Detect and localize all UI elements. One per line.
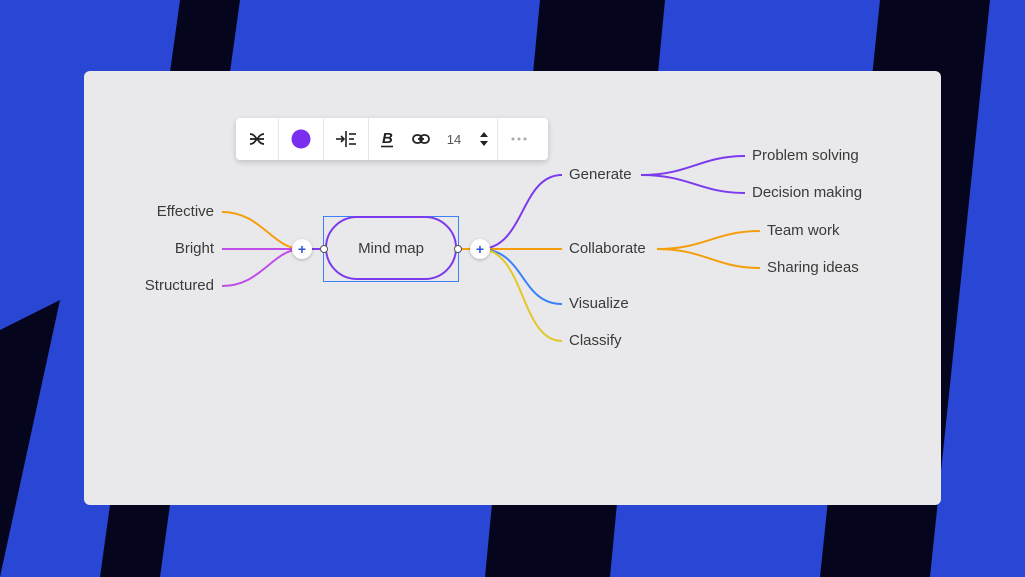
connector-problem-solving [640,155,746,176]
connector-team-work [656,230,761,250]
bold-button[interactable]: B [369,118,405,160]
branch-style-button[interactable] [236,118,278,160]
stepper-icon [480,132,488,146]
connector-visualize [479,248,563,305]
color-button[interactable] [279,118,323,160]
link-icon [412,134,430,144]
toolbar-divider [368,118,369,160]
connector-classify [479,248,563,342]
layout-align-button[interactable] [324,118,368,160]
left-connection-handle[interactable] [320,245,328,253]
font-size-value[interactable]: 14 [437,118,471,160]
floating-toolbar: B 14 [236,118,548,160]
layout-align-icon [336,131,356,147]
connector-effective [221,211,303,250]
node-team-work[interactable]: Team work [767,222,840,239]
add-left-branch-button[interactable]: + [292,239,312,259]
root-node-label: Mind map [358,239,424,257]
node-structured[interactable]: Structured [144,277,214,294]
connector-sharing-ideas [656,248,761,269]
toolbar-divider [278,118,279,160]
font-size-label: 14 [446,131,462,147]
toolbar-divider [323,118,324,160]
connector-generate [479,174,563,250]
node-effective[interactable]: Effective [156,203,214,220]
add-right-branch-button[interactable]: + [470,239,490,259]
node-classify[interactable]: Classify [569,332,622,349]
more-icon [511,137,527,141]
plus-icon: + [475,241,485,257]
font-size-stepper[interactable] [471,118,497,160]
color-swatch-icon [291,129,311,149]
node-problem-solving[interactable]: Problem solving [752,147,859,164]
node-collaborate[interactable]: Collaborate [569,240,646,257]
link-button[interactable] [405,118,437,160]
connector-structured [221,248,303,287]
node-decision-making[interactable]: Decision making [752,184,863,201]
plus-icon: + [297,241,307,257]
node-visualize[interactable]: Visualize [569,295,629,312]
svg-text:B: B [382,130,393,147]
branch-style-icon [249,133,265,145]
right-connection-handle[interactable] [454,245,462,253]
connector-decision-making [640,174,746,194]
root-node[interactable]: Mind map [325,216,457,280]
node-sharing-ideas[interactable]: Sharing ideas [767,259,859,276]
more-options-button[interactable] [498,118,540,160]
node-bright[interactable]: Bright [174,240,214,257]
toolbar-divider [497,118,498,160]
bold-icon: B [381,130,393,148]
node-generate[interactable]: Generate [569,166,632,183]
